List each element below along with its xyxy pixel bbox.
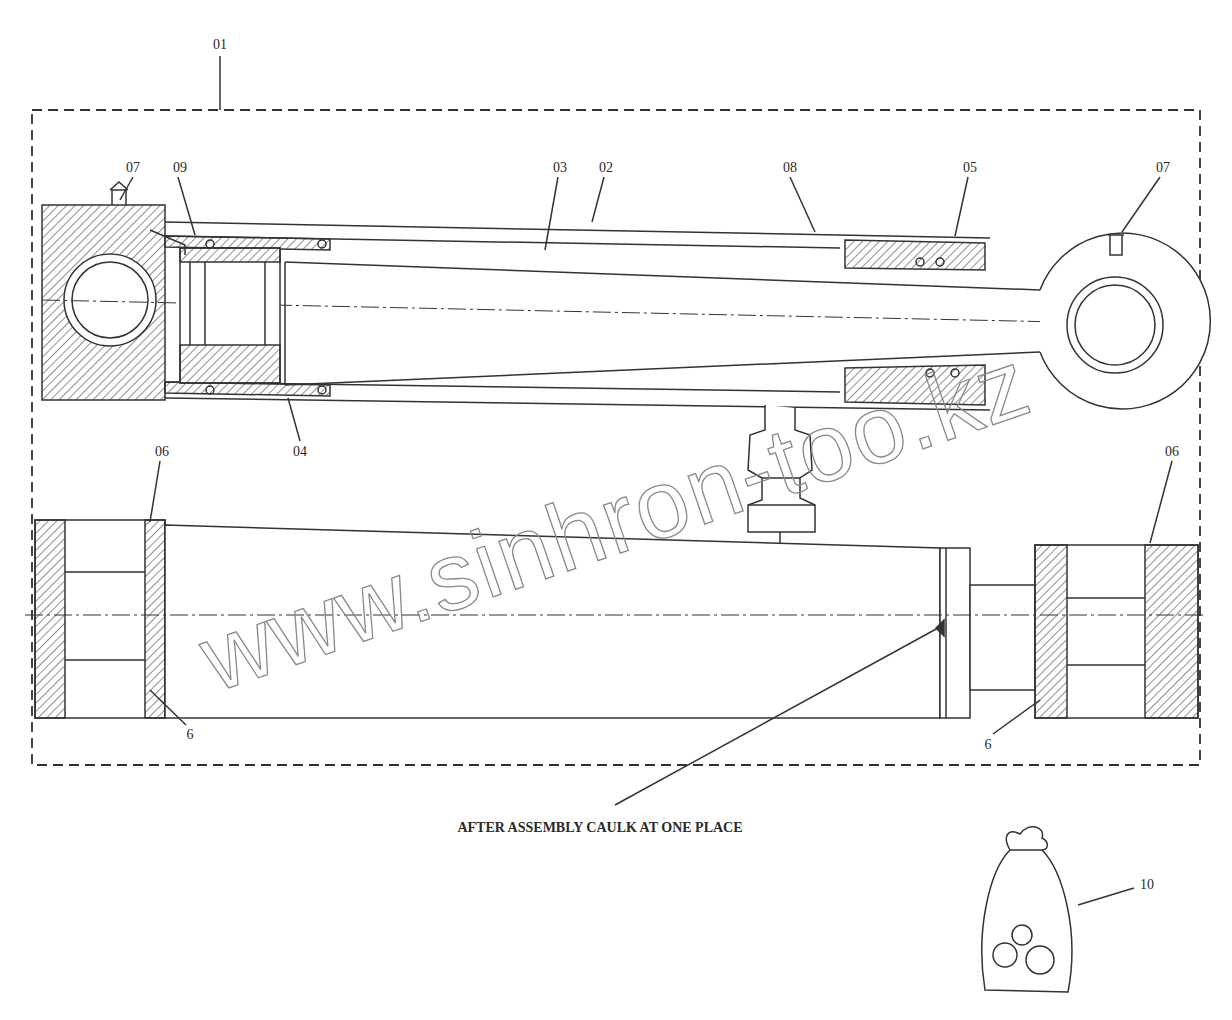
callout-number: 08 bbox=[781, 160, 799, 176]
callout-number: 06 bbox=[153, 444, 171, 460]
callout-number: 05 bbox=[961, 160, 979, 176]
callout-number: 01 bbox=[211, 37, 229, 53]
callout-number: 06 bbox=[1163, 444, 1181, 460]
callout-number: 09 bbox=[171, 160, 189, 176]
callout-number: 10 bbox=[1138, 877, 1156, 893]
callout-number: 04 bbox=[291, 444, 309, 460]
callout-number: 6 bbox=[983, 737, 994, 753]
callout-number: 6 bbox=[185, 727, 196, 743]
assembly-note: AFTER ASSEMBLY CAULK AT ONE PLACE bbox=[454, 820, 745, 836]
callout-number: 02 bbox=[597, 160, 615, 176]
callout-number: 07 bbox=[1154, 160, 1172, 176]
callout-number: 03 bbox=[551, 160, 569, 176]
callout-number: 07 bbox=[124, 160, 142, 176]
